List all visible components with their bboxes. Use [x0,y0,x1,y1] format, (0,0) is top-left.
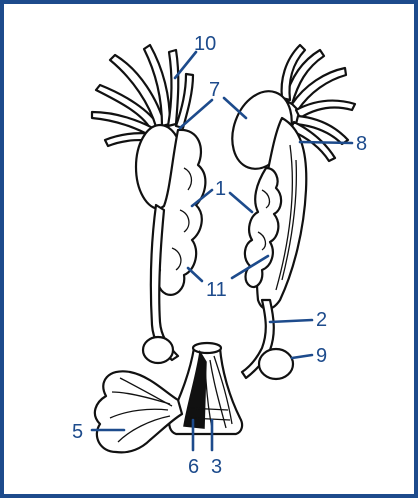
right-lobed-gland [243,166,283,289]
wing-lobe [93,370,184,454]
central-opening [191,341,223,355]
leader-1a [190,188,214,208]
leader-10 [173,50,198,80]
left-organ-group [90,43,207,365]
labels: 10 7 8 1 11 2 9 5 6 3 [72,33,367,478]
central-structure [168,341,244,436]
label-1: 1 [215,178,226,200]
leader-7b [222,96,248,120]
label-9: 9 [316,345,327,367]
right-bulb [257,347,295,381]
leader-8 [298,140,354,145]
left-bulb [141,335,175,365]
label-8: 8 [356,133,367,155]
label-5: 5 [72,421,83,443]
right-organ-group [231,43,357,381]
label-6: 6 [188,456,199,478]
leader-11b [230,254,270,280]
leader-2 [268,318,314,324]
label-11: 11 [206,279,227,301]
left-duct [149,203,180,362]
label-7: 7 [209,79,220,101]
wing-structure [93,370,184,454]
leader-lines [90,50,354,452]
label-2: 2 [316,309,327,331]
leader-9 [290,353,314,360]
leader-7a [178,98,214,130]
label-3: 3 [211,456,222,478]
right-duct [240,298,275,380]
leader-11a [186,266,204,283]
label-10: 10 [194,33,216,55]
leader-1b [228,191,254,214]
